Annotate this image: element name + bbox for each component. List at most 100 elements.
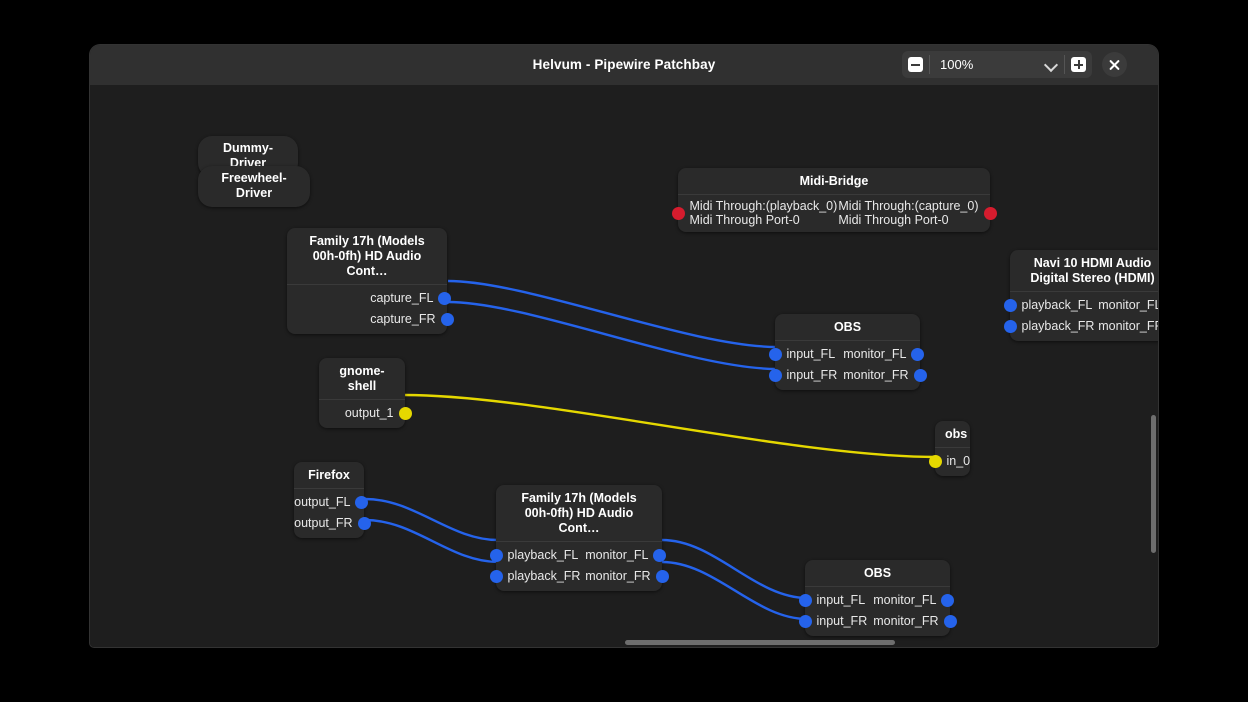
port-input-fr[interactable]: input_FR	[768, 365, 837, 386]
node-navi-10-hdmi[interactable]: Navi 10 HDMI Audio Digital Stereo (HDMI)…	[1003, 250, 1158, 341]
port-dot-icon[interactable]	[1003, 299, 1017, 312]
output-ports: monitor_FL monitor_FR	[843, 344, 927, 386]
port-label: in_0	[946, 454, 971, 468]
port-label: playback_FR	[1021, 319, 1095, 333]
node-title: Family 17h (Models 00h-0fh) HD Audio Con…	[287, 228, 447, 285]
port-dot-icon[interactable]	[913, 369, 927, 382]
node-title: OBS	[805, 560, 950, 587]
horizontal-scrollbar-thumb[interactable]	[625, 640, 895, 645]
node-title: gnome-shell	[319, 358, 405, 400]
port-dot-icon[interactable]	[798, 594, 812, 607]
port-monitor-fl[interactable]: monitor_FL	[1098, 295, 1158, 316]
port-dot-icon[interactable]	[489, 549, 503, 562]
port-playback-fr[interactable]: playback_FR	[489, 566, 580, 587]
port-dot-icon[interactable]	[943, 615, 957, 628]
zoom-in-button[interactable]	[1065, 51, 1092, 78]
close-icon[interactable]	[1102, 52, 1127, 77]
port-input-fl[interactable]: input_FL	[798, 590, 867, 611]
vertical-scrollbar[interactable]	[1148, 85, 1158, 647]
zoom-out-button[interactable]	[902, 51, 929, 78]
zoom-level-value: 100%	[940, 57, 974, 72]
node-freewheel-driver[interactable]: Freewheel-Driver	[198, 166, 310, 207]
zoom-divider-left	[929, 55, 930, 74]
port-output-fr[interactable]: output_FR	[294, 513, 371, 534]
port-dot-icon[interactable]	[398, 407, 412, 420]
port-monitor-fr[interactable]: monitor_FR	[1098, 316, 1158, 337]
port-monitor-fr[interactable]: monitor_FR	[585, 566, 669, 587]
link-cap-fr-to-obs-in-fr[interactable]	[447, 300, 778, 371]
port-input-fr[interactable]: input_FR	[798, 611, 867, 632]
port-dot-icon[interactable]	[355, 496, 369, 509]
port-list: in_0	[928, 448, 971, 476]
port-dot-icon[interactable]	[983, 206, 997, 220]
input-ports: playback_FL playback_FR	[1003, 295, 1095, 337]
chevron-down-icon	[1045, 59, 1057, 71]
port-label: monitor_FL	[843, 347, 907, 361]
link-gnome-out1-to-obs-in0[interactable]	[404, 393, 937, 459]
port-dot-icon[interactable]	[768, 369, 782, 382]
port-monitor-fl[interactable]: monitor_FL	[843, 344, 925, 365]
input-ports: in_0	[928, 451, 971, 472]
port-dot-icon[interactable]	[928, 455, 942, 468]
port-input-fl[interactable]: input_FL	[768, 344, 837, 365]
port-dot-icon[interactable]	[489, 570, 503, 583]
port-dot-icon[interactable]	[357, 517, 371, 530]
port-dot-icon[interactable]	[655, 570, 669, 583]
port-in-0[interactable]: in_0	[928, 451, 971, 472]
horizontal-scrollbar[interactable]	[90, 637, 1148, 647]
window-title: Helvum - Pipewire Patchbay	[532, 57, 716, 72]
link-mon-fr-to-obs2-in-fr[interactable]	[661, 560, 808, 621]
port-output-fl[interactable]: output_FL	[294, 492, 369, 513]
application-window: Helvum - Pipewire Patchbay 100% Dummy-Dr…	[90, 45, 1158, 647]
port-dot-icon[interactable]	[440, 313, 454, 326]
port-dot-icon[interactable]	[1003, 320, 1017, 333]
port-dot-icon[interactable]	[671, 206, 685, 220]
output-ports: output_1	[345, 403, 412, 424]
port-dot-icon[interactable]	[653, 549, 667, 562]
link-ff-fr-to-playback-fr[interactable]	[364, 518, 499, 564]
vertical-scrollbar-thumb[interactable]	[1151, 415, 1156, 553]
port-dot-icon[interactable]	[438, 292, 452, 305]
port-monitor-fr[interactable]: monitor_FR	[843, 365, 927, 386]
port-label: monitor_FR	[843, 368, 909, 382]
port-label: monitor_FL	[873, 593, 937, 607]
port-midi-through-capture-0-[interactable]: Midi Through:(capture_0) Midi Through Po…	[838, 198, 997, 228]
port-list: output_1	[319, 400, 412, 428]
node-family-17h-playback[interactable]: Family 17h (Models 00h-0fh) HD Audio Con…	[489, 485, 669, 591]
node-title: Family 17h (Models 00h-0fh) HD Audio Con…	[496, 485, 662, 542]
port-capture-fr[interactable]: capture_FR	[370, 309, 454, 330]
zoom-level-dropdown[interactable]: 100%	[930, 51, 1064, 78]
port-output-1[interactable]: output_1	[345, 403, 412, 424]
link-ff-fl-to-playback-fl[interactable]	[364, 497, 499, 542]
node-gnome-shell[interactable]: gnome-shell output_1	[319, 358, 412, 428]
port-dot-icon[interactable]	[911, 348, 925, 361]
port-monitor-fr[interactable]: monitor_FR	[873, 611, 957, 632]
port-midi-through-playback-0-[interactable]: Midi Through:(playback_0) Midi Through P…	[671, 198, 837, 228]
link-mon-fl-to-obs2-in-fl[interactable]	[661, 538, 808, 600]
port-dot-icon[interactable]	[768, 348, 782, 361]
port-dot-icon[interactable]	[798, 615, 812, 628]
link-cap-fl-to-obs-in-fl[interactable]	[447, 279, 778, 349]
port-capture-fl[interactable]: capture_FL	[370, 288, 452, 309]
node-title: Midi-Bridge	[678, 168, 990, 195]
minus-icon	[908, 57, 923, 72]
port-label: monitor_FR	[585, 569, 651, 583]
port-monitor-fl[interactable]: monitor_FL	[873, 590, 955, 611]
port-monitor-fl[interactable]: monitor_FL	[585, 545, 667, 566]
title-bar: Helvum - Pipewire Patchbay 100%	[90, 45, 1158, 86]
port-playback-fl[interactable]: playback_FL	[489, 545, 580, 566]
node-family-17h-capture[interactable]: Family 17h (Models 00h-0fh) HD Audio Con…	[287, 228, 454, 334]
port-playback-fl[interactable]: playback_FL	[1003, 295, 1094, 316]
output-ports: monitor_FL monitor_FR	[585, 545, 669, 587]
port-playback-fr[interactable]: playback_FR	[1003, 316, 1095, 337]
port-dot-icon[interactable]	[941, 594, 955, 607]
